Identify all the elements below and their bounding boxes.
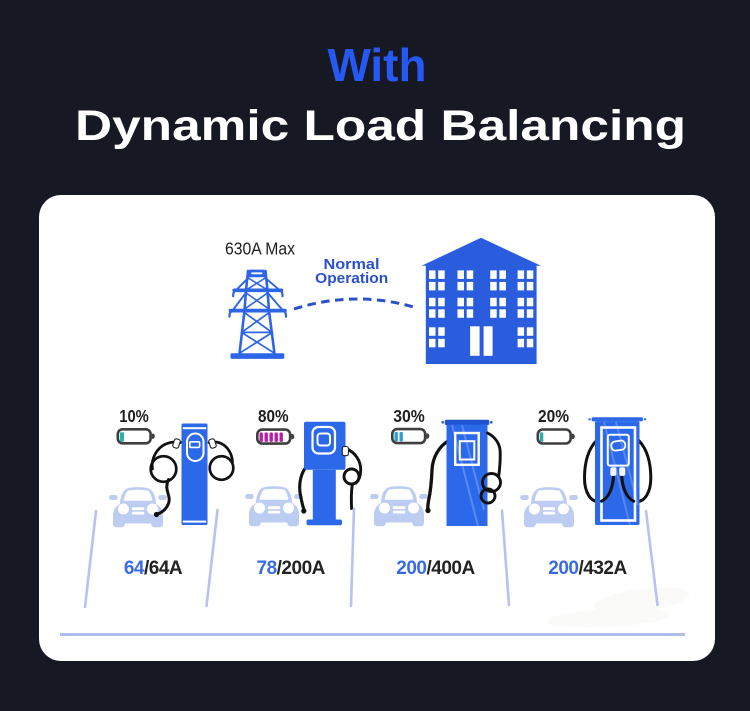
svg-text:630A Max: 630A Max — [225, 239, 295, 259]
svg-text:80%: 80% — [258, 406, 289, 426]
svg-text:Operation: Operation — [315, 271, 388, 287]
svg-text:30%: 30% — [393, 406, 425, 426]
svg-text:200/400A: 200/400A — [396, 558, 475, 579]
svg-text:78/200A: 78/200A — [257, 558, 326, 579]
svg-text:20%: 20% — [538, 406, 569, 426]
svg-text:200/432A: 200/432A — [548, 558, 627, 579]
svg-text:Normal: Normal — [324, 257, 380, 273]
svg-text:Dynamic Load Balancing: Dynamic Load Balancing — [75, 102, 686, 150]
svg-text:With: With — [328, 39, 427, 91]
svg-text:10%: 10% — [119, 406, 149, 426]
svg-text:64/64A: 64/64A — [124, 558, 183, 579]
